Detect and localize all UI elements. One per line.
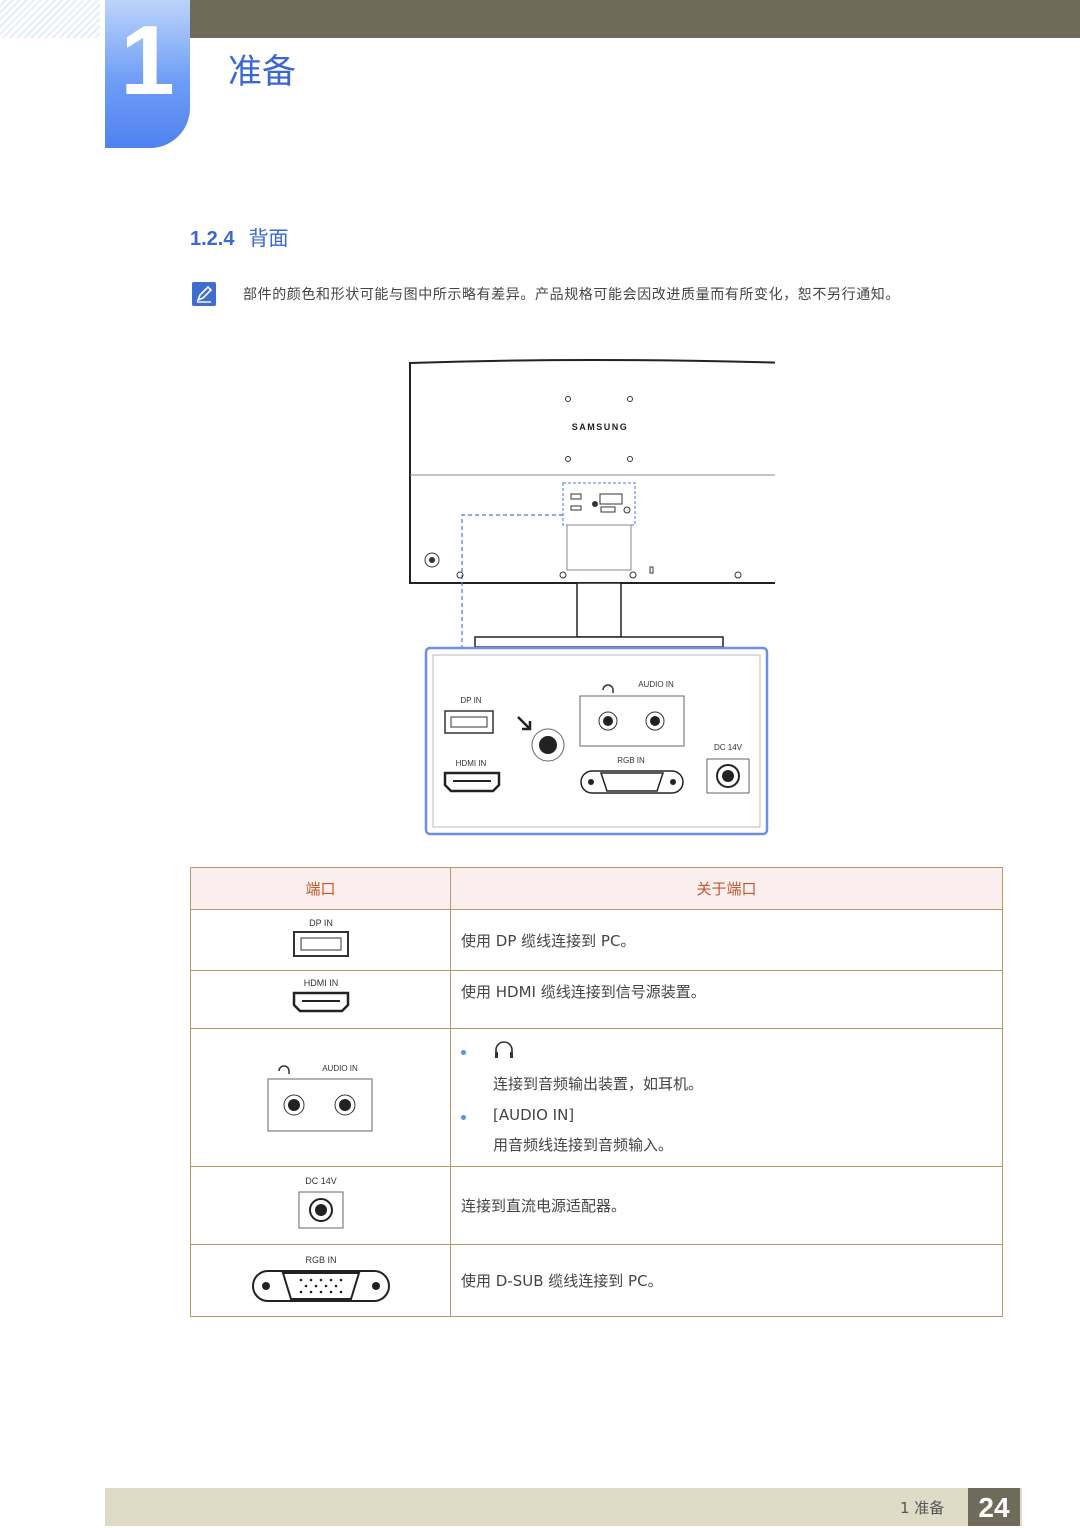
note-pencil-icon (192, 282, 216, 306)
rgb-port-icon: RGB IN (251, 1255, 390, 1302)
brand-logo: SAMSUNG (572, 422, 629, 432)
dp-in-label: DP IN (309, 918, 333, 928)
list-item-desc: 用音频线连接到音频输入。 (493, 1135, 674, 1154)
audio-in-label: AUDIO IN (322, 1064, 358, 1073)
audio-in-label: AUDIO IN (638, 680, 674, 689)
dc-jack-icon: DC 14V (298, 1176, 343, 1228)
kensington-lock-icon (539, 736, 557, 754)
monitor-rear-figure: SAMSUNG DP IN HDMI IN AUDIO IN RGB IN DC… (409, 359, 775, 836)
arrow-icon (517, 716, 532, 731)
chapter-number: 1 (120, 5, 175, 115)
table-row: HDMI IN 使用 HDMI 缆线连接到信号源装置。 (190, 970, 1003, 1029)
table-row: AUDIO IN 连接到音频输出装置，如耳机。 [AUDIO IN] 用音频线连… (190, 1028, 1003, 1167)
row-description: 使用 D-SUB 缆线连接到 PC。 (450, 1244, 1003, 1317)
list-item: 连接到音频输出装置，如耳机。 (461, 1040, 1002, 1094)
rgb-in-label: RGB IN (305, 1255, 336, 1265)
table-header-port: 端口 (190, 867, 451, 910)
rgb-in-label: RGB IN (617, 756, 645, 765)
dc-label: DC 14V (305, 1176, 337, 1186)
page-number: 24 (968, 1488, 1020, 1526)
row-description: 使用 DP 缆线连接到 PC。 (450, 909, 1003, 971)
list-item-desc: 连接到音频输出装置，如耳机。 (493, 1074, 704, 1093)
hdmi-in-label: HDMI IN (456, 759, 487, 768)
row-description: 连接到直流电源适配器。 (450, 1166, 1003, 1245)
footer-bar (105, 1488, 1022, 1526)
list-item: [AUDIO IN] 用音频线连接到音频输入。 (461, 1106, 1002, 1155)
port-highlight (562, 482, 636, 526)
chapter-tab (105, 0, 190, 148)
headphone-icon (602, 684, 614, 693)
section-title: 背面 (248, 226, 289, 250)
table-row: RGB IN 使用 D-SUB 缆线连接到 PC。 (190, 1244, 1003, 1317)
table-row: DP IN 使用 DP 缆线连接到 PC。 (190, 909, 1003, 971)
hdmi-port-icon: HDMI IN (292, 978, 349, 1012)
table-row: DC 14V 连接到直流电源适配器。 (190, 1166, 1003, 1245)
hdmi-in-label: HDMI IN (303, 978, 338, 988)
footer-chapter-label: 1 准备 (900, 1499, 945, 1517)
list-item-label: [AUDIO IN] (493, 1105, 575, 1124)
dp-port-icon (444, 710, 494, 734)
audio-port-icon: AUDIO IN (267, 1064, 372, 1131)
section-heading: 1.2.4 背面 (190, 222, 288, 251)
dc-label: DC 14V (714, 743, 743, 752)
dc-jack-icon (722, 770, 734, 782)
chapter-title: 准备 (228, 52, 296, 92)
note-text: 部件的颜色和形状可能与图中所示略有差异。产品规格可能会因改进质量而有所变化，恕不… (243, 287, 900, 303)
port-table: 端口 关于端口 DP IN 使用 DP 缆线连接到 PC。 HDMI IN 使用… (190, 867, 1003, 1317)
headphone-icon (495, 1040, 513, 1058)
headphone-icon (277, 1064, 290, 1074)
table-header-row: 端口 关于端口 (190, 867, 1003, 910)
dp-port-icon: DP IN (292, 918, 349, 957)
row-description: 使用 HDMI 缆线连接到信号源装置。 (450, 970, 1003, 1029)
table-header-description: 关于端口 (450, 867, 1003, 910)
header-bar (190, 0, 1080, 38)
header-hatch (0, 0, 100, 38)
audio-bullets: 连接到音频输出装置，如耳机。 [AUDIO IN] 用音频线连接到音频输入。 (461, 1040, 1002, 1155)
section-number: 1.2.4 (190, 228, 235, 250)
dp-in-label: DP IN (460, 696, 481, 705)
monitor-back (409, 359, 775, 584)
